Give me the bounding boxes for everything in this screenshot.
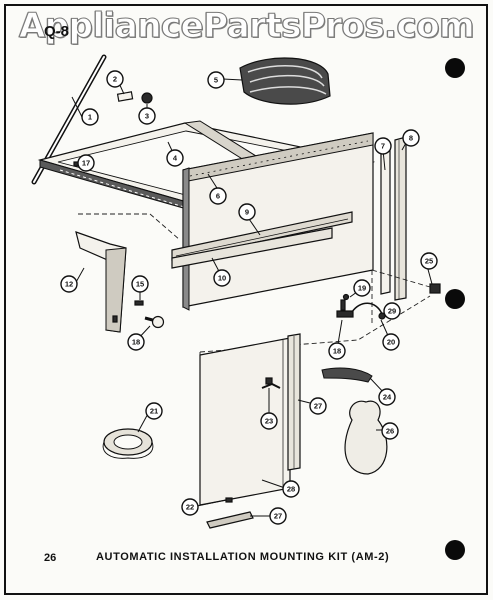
callout-25: 25 bbox=[420, 252, 438, 270]
svg-text:27: 27 bbox=[274, 512, 282, 521]
callout-18-knob: 18 bbox=[127, 333, 145, 351]
part-hardware-bag bbox=[344, 400, 388, 475]
page-number: 26 bbox=[44, 552, 57, 564]
svg-text:28: 28 bbox=[287, 485, 295, 494]
callout-20: 20 bbox=[382, 333, 400, 351]
svg-text:25: 25 bbox=[425, 257, 433, 266]
svg-text:21: 21 bbox=[150, 407, 158, 416]
callout-21: 21 bbox=[145, 402, 163, 420]
callout-3: 3 bbox=[138, 107, 156, 125]
svg-text:19: 19 bbox=[358, 284, 366, 293]
svg-text:4: 4 bbox=[173, 154, 178, 163]
callout-5: 5 bbox=[207, 71, 225, 89]
diagram-caption: AUTOMATIC INSTALLATION MOUNTING KIT (AM-… bbox=[96, 551, 390, 563]
svg-text:22: 22 bbox=[186, 503, 194, 512]
svg-text:18: 18 bbox=[333, 347, 341, 356]
part-vertical-strip bbox=[287, 333, 301, 471]
svg-text:1: 1 bbox=[88, 113, 92, 122]
callout-23: 23 bbox=[260, 412, 278, 430]
part-latch bbox=[261, 377, 281, 389]
part-bottom-strip bbox=[206, 511, 254, 529]
part-knob-screw bbox=[134, 300, 165, 329]
binder-hole bbox=[445, 58, 465, 78]
svg-text:24: 24 bbox=[383, 393, 392, 402]
callout-2: 2 bbox=[106, 70, 124, 88]
svg-text:3: 3 bbox=[145, 112, 149, 121]
svg-text:5: 5 bbox=[214, 76, 218, 85]
svg-text:15: 15 bbox=[136, 280, 144, 289]
part-angle-piece bbox=[321, 367, 373, 383]
part-support-bracket bbox=[75, 231, 127, 333]
callout-27-strip: 27 bbox=[309, 397, 327, 415]
part-panel-screw bbox=[225, 497, 233, 503]
part-side-channels bbox=[380, 136, 407, 301]
callout-22: 22 bbox=[181, 498, 199, 516]
part-spring-bracket bbox=[336, 293, 386, 320]
callout-4: 4 bbox=[166, 149, 184, 167]
svg-text:2: 2 bbox=[113, 75, 117, 84]
svg-text:17: 17 bbox=[82, 159, 90, 168]
svg-text:8: 8 bbox=[409, 134, 413, 143]
part-screw-nut bbox=[116, 91, 153, 104]
callout-9: 9 bbox=[238, 203, 256, 221]
svg-text:7: 7 bbox=[381, 142, 385, 151]
part-foam-roll bbox=[239, 57, 331, 105]
site-watermark: AppliancePartsPros.com bbox=[18, 6, 475, 47]
svg-text:20: 20 bbox=[387, 338, 395, 347]
callout-12: 12 bbox=[60, 275, 78, 293]
callout-24: 24 bbox=[378, 388, 396, 406]
page-frame bbox=[4, 4, 488, 595]
part-front-panel bbox=[182, 132, 374, 311]
callout-27-bottom: 27 bbox=[269, 507, 287, 525]
svg-text:23: 23 bbox=[265, 417, 273, 426]
svg-text:12: 12 bbox=[65, 280, 73, 289]
callout-8: 8 bbox=[402, 129, 420, 147]
svg-text:6: 6 bbox=[216, 192, 220, 201]
callout-10: 10 bbox=[213, 269, 231, 287]
part-upper-rail bbox=[171, 211, 353, 261]
svg-text:26: 26 bbox=[386, 427, 394, 436]
part-tape-roll bbox=[102, 428, 154, 459]
part-clip bbox=[429, 283, 441, 294]
callout-17: 17 bbox=[77, 154, 95, 172]
callout-1: 1 bbox=[81, 108, 99, 126]
svg-text:9: 9 bbox=[245, 208, 249, 217]
callout-18-bracket: 18 bbox=[328, 342, 346, 360]
callout-29: 29 bbox=[383, 302, 401, 320]
callout-7: 7 bbox=[374, 137, 392, 155]
binder-hole bbox=[445, 289, 465, 309]
callout-28: 28 bbox=[282, 480, 300, 498]
svg-text:10: 10 bbox=[218, 274, 226, 283]
svg-text:29: 29 bbox=[388, 307, 396, 316]
svg-text:27: 27 bbox=[314, 402, 322, 411]
page-reference: Q-8 bbox=[44, 23, 70, 40]
callout-19: 19 bbox=[353, 279, 371, 297]
callout-15: 15 bbox=[131, 275, 149, 293]
callout-6: 6 bbox=[209, 187, 227, 205]
svg-text:18: 18 bbox=[132, 338, 140, 347]
callout-26: 26 bbox=[381, 422, 399, 440]
binder-hole bbox=[445, 540, 465, 560]
